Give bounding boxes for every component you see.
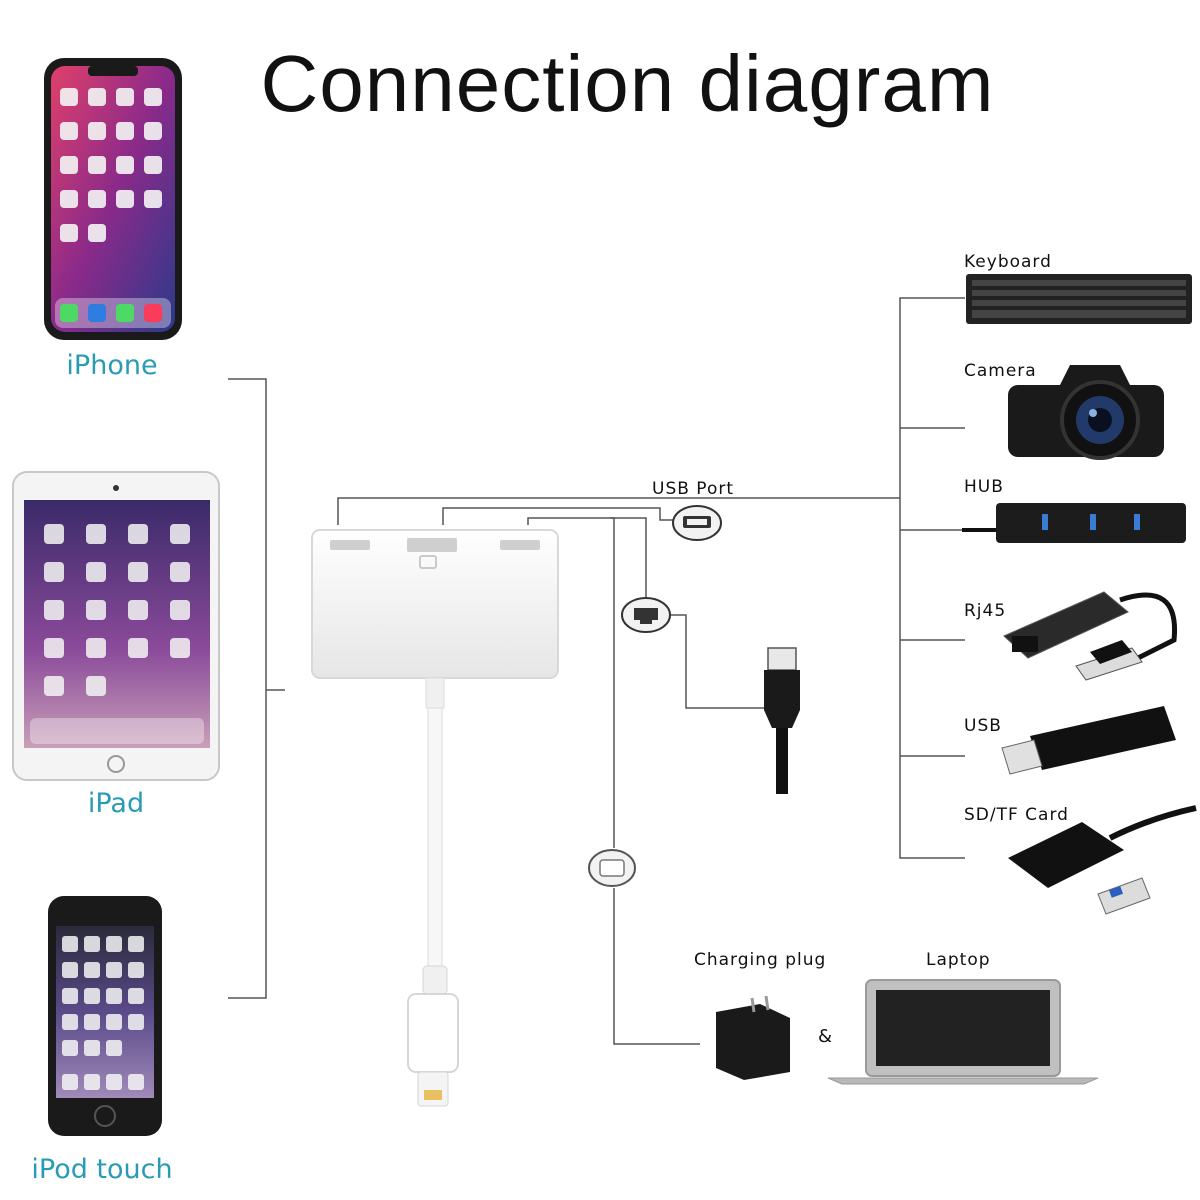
rj45-port-icon	[621, 597, 671, 633]
charging-plug-label: Charging plug	[694, 950, 827, 970]
sd-tf-card-label: SD/TF Card	[964, 805, 1069, 825]
device-bracket-lines	[228, 378, 285, 999]
hub-image	[962, 503, 1186, 543]
camera-label: Camera	[964, 361, 1037, 381]
hub-label: HUB	[964, 477, 1004, 497]
diagram-title: Connection diagram	[260, 39, 995, 128]
usb-label: USB	[964, 716, 1002, 736]
camera-image	[1008, 365, 1164, 460]
laptop-label: Laptop	[926, 950, 991, 970]
rj45-label: Rj45	[964, 601, 1007, 621]
ipod-touch-label: iPod touch	[31, 1154, 173, 1185]
ipod-touch-image	[48, 896, 162, 1136]
ethernet-cable-image	[764, 647, 800, 794]
iphone-image	[44, 58, 182, 340]
keyboard-label: Keyboard	[964, 252, 1052, 272]
adapter-image	[311, 529, 559, 1107]
keyboard-image	[966, 274, 1192, 324]
ipad-label: iPad	[87, 788, 145, 819]
rj45-adapter-image	[1003, 591, 1178, 681]
usb-stick-image	[1001, 706, 1176, 775]
lightning-port-icon	[588, 849, 636, 887]
charging-plug-image	[716, 995, 790, 1080]
accessory-bracket-lines	[899, 297, 965, 859]
card-reader-image	[1008, 805, 1197, 915]
usb-port-icon	[672, 505, 722, 541]
usb-port-label: USB Port	[652, 479, 735, 499]
ampersand-label: &	[818, 1026, 834, 1047]
ipad-image	[12, 471, 220, 781]
iphone-label: iPhone	[66, 350, 158, 381]
laptop-image	[827, 979, 1099, 1085]
